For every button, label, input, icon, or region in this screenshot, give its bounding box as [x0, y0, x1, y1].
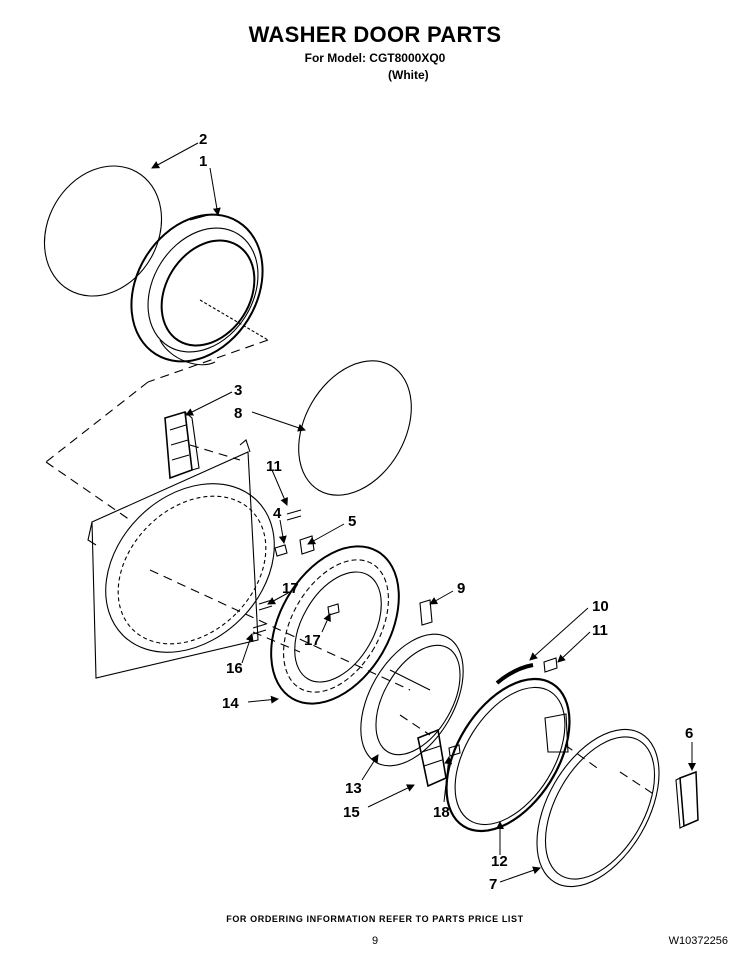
- part-9-clip: [419, 599, 433, 626]
- callout-7: 7: [489, 876, 497, 893]
- callout-18: 18: [433, 804, 450, 821]
- callout-2: 2: [199, 131, 207, 148]
- page-number: 9: [371, 935, 379, 947]
- part-18-screw: [448, 744, 461, 757]
- callout-9: 9: [457, 580, 465, 597]
- callout-16: 16: [226, 660, 243, 677]
- callout-4: 4: [273, 505, 282, 522]
- part-15-hinge: [417, 728, 447, 788]
- document-number: W10372256: [668, 935, 728, 947]
- part-16-screw: [252, 623, 267, 635]
- part-5-clip: [299, 535, 315, 555]
- callout-15: 15: [343, 804, 360, 821]
- part-1-door-bellow: [130, 213, 269, 366]
- part-14-door-frame: [270, 545, 400, 705]
- part-11-screw-b: [543, 657, 558, 673]
- front-panel: [87, 439, 275, 679]
- assembly-lines: [45, 339, 656, 796]
- callout-5: 5: [348, 513, 356, 530]
- leader-lines: [151, 142, 696, 883]
- part-17-screw-b: [327, 603, 340, 616]
- part-17-screw-a: [258, 599, 273, 611]
- callout-10: 10: [592, 598, 609, 615]
- part-12-door-outer-ring: [445, 677, 571, 833]
- callout-13: 13: [345, 780, 362, 797]
- color-line: (White): [388, 68, 429, 82]
- callout-17-upper: 17: [282, 580, 299, 597]
- page-title: WASHER DOOR PARTS: [248, 22, 502, 47]
- callout-6: 6: [685, 725, 693, 742]
- callout-12: 12: [491, 853, 508, 870]
- callout-3: 3: [234, 382, 242, 399]
- part-13-glass-bowl: [360, 633, 464, 767]
- callout-labels: 2 1 3 8 11 4 5 9 10 11 17 17 16 14 13 15…: [199, 131, 693, 893]
- callout-8: 8: [234, 405, 242, 422]
- callout-1: 1: [199, 153, 207, 170]
- callout-14: 14: [222, 695, 239, 712]
- small-parts: [252, 509, 558, 757]
- part-2-seal-ring: [43, 165, 163, 297]
- part-10-strike: [495, 663, 534, 685]
- ordering-note: FOR ORDERING INFORMATION REFER TO PARTS …: [226, 914, 524, 924]
- part-11-screw-a: [286, 509, 302, 521]
- part-3-door-lock: [164, 410, 200, 480]
- part-4-screw: [274, 544, 288, 557]
- callout-11-upper: 11: [266, 458, 282, 475]
- part-6-handle: [675, 770, 699, 829]
- callout-11-lower: 11: [592, 622, 608, 639]
- model-line: For Model: CGT8000XQ0: [304, 51, 446, 65]
- part-8-inner-glass: [298, 360, 412, 496]
- callout-17-lower: 17: [304, 632, 321, 649]
- part-7-door-cover: [536, 728, 660, 888]
